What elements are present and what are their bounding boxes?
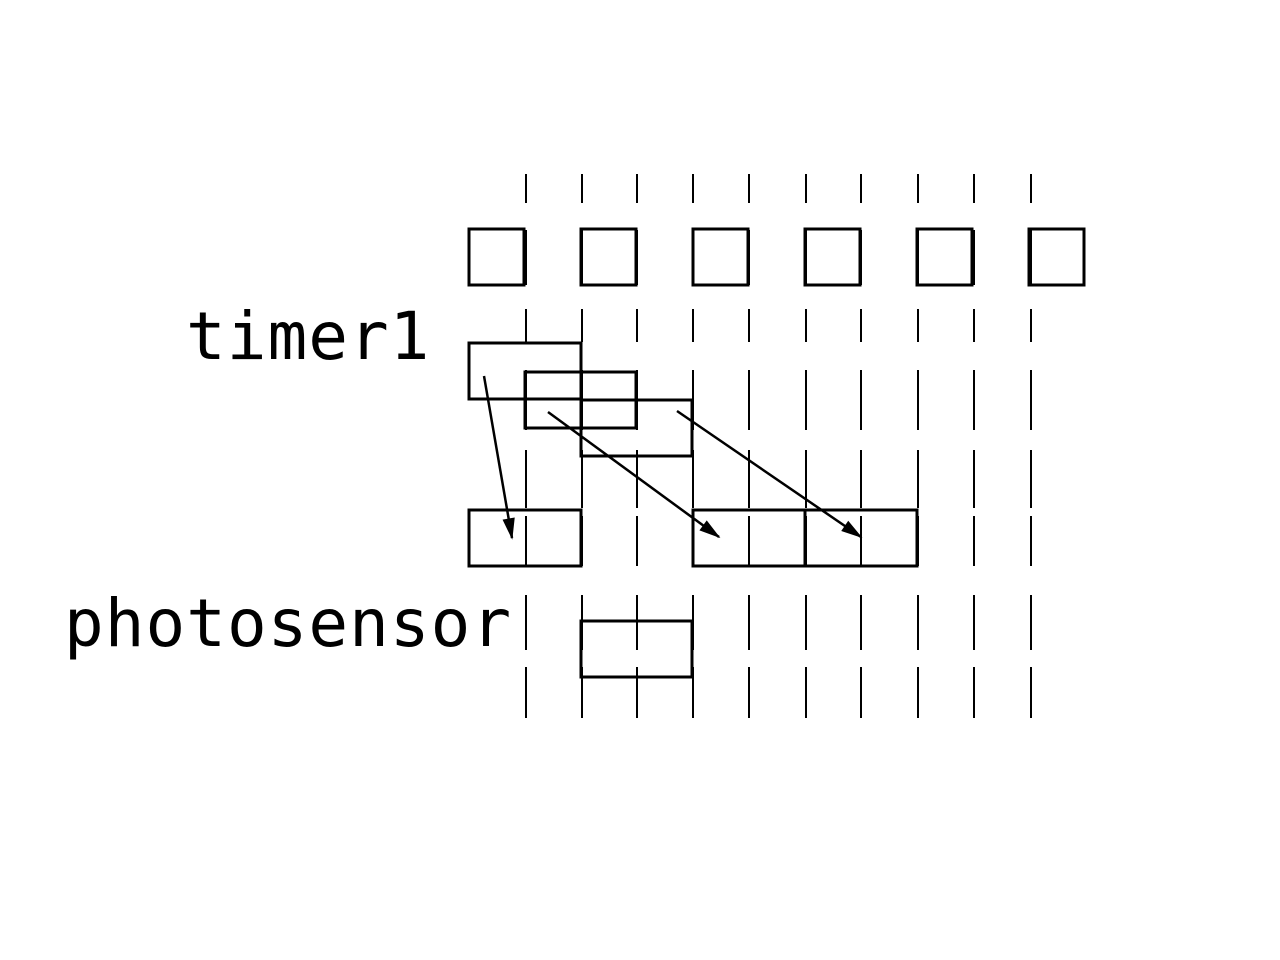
trigger-block <box>467 508 583 568</box>
trigger-row <box>467 508 919 568</box>
clock-slot-box <box>467 227 526 287</box>
arrows <box>482 375 863 540</box>
clock-slot-box <box>803 227 862 287</box>
photosensor-label: photosensor <box>64 585 513 662</box>
arrow-shaft <box>547 410 720 539</box>
arrow-shaft <box>676 409 862 539</box>
clock-slot-box <box>579 227 638 287</box>
arrow-head <box>699 520 721 539</box>
arrow-shaft <box>482 375 514 539</box>
clock-slot-box <box>915 227 974 287</box>
clock-row <box>467 227 1086 287</box>
arrow-head <box>841 520 863 539</box>
photosensor-block <box>579 619 694 679</box>
timer1-row <box>467 341 694 458</box>
photosensor-row <box>579 619 694 679</box>
clock-slot-box <box>691 227 750 287</box>
vertical-grid-lines <box>525 174 1032 718</box>
timer1-block <box>579 398 694 458</box>
timer1-label: timer1 <box>186 298 431 375</box>
trigger-block <box>803 508 919 568</box>
arrow-head <box>502 517 515 540</box>
clock-slot-box <box>1027 227 1086 287</box>
